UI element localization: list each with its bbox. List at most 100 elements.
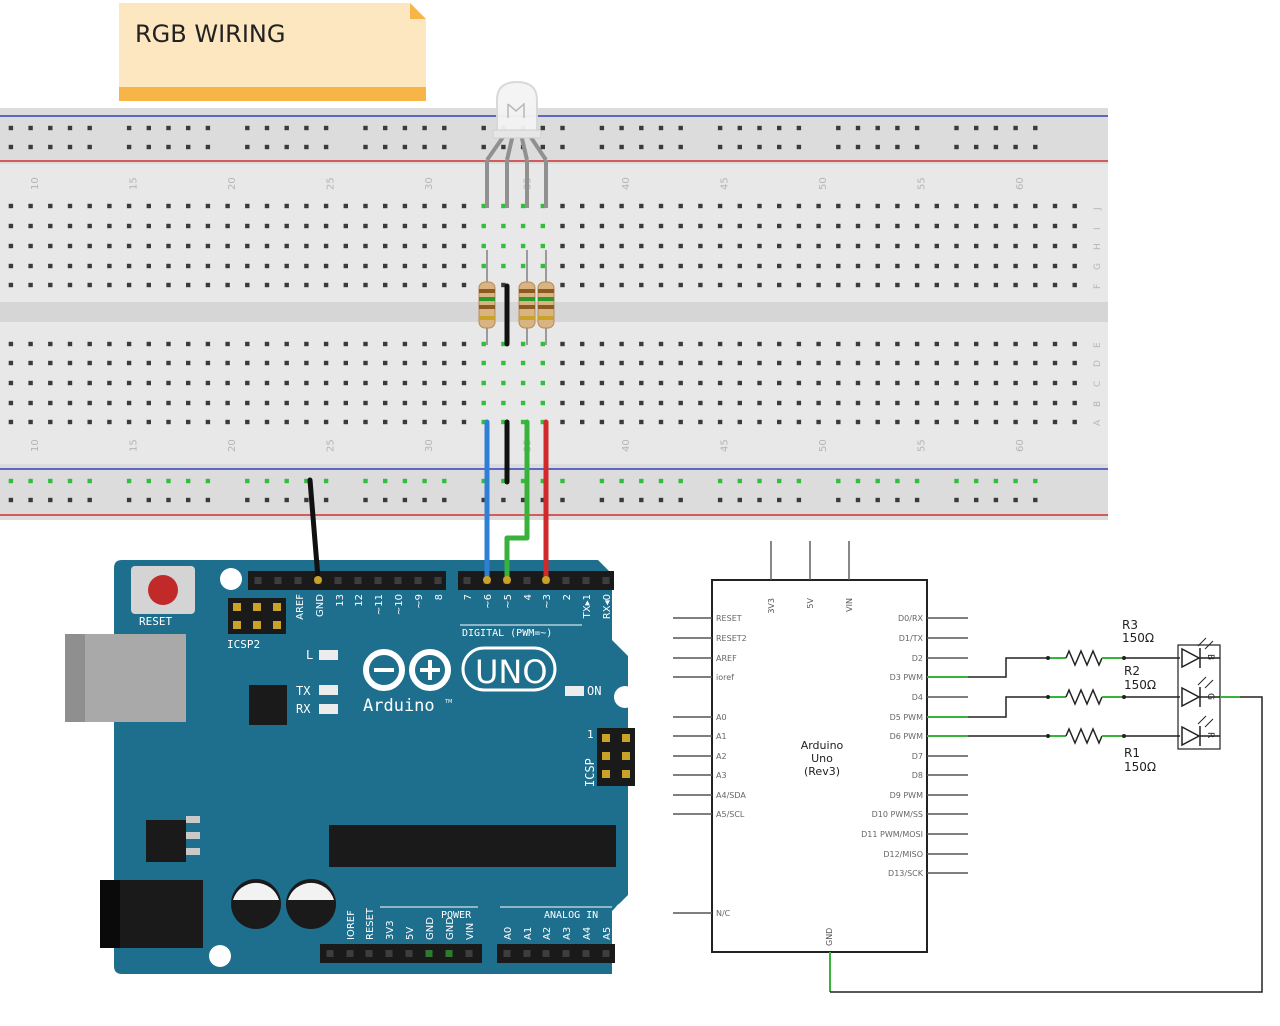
breadboard-hole[interactable] (540, 243, 545, 249)
rail-hole[interactable] (914, 478, 920, 484)
breadboard-hole[interactable] (1033, 263, 1038, 269)
breadboard-hole[interactable] (895, 341, 900, 347)
breadboard-hole[interactable] (166, 223, 171, 229)
breadboard-hole[interactable] (8, 360, 14, 366)
breadboard-hole[interactable] (166, 203, 171, 209)
rail-hole[interactable] (186, 497, 191, 503)
rail-hole[interactable] (126, 497, 132, 503)
breadboard-hole[interactable] (343, 341, 348, 347)
breadboard-hole[interactable] (895, 400, 900, 406)
rail-hole[interactable] (8, 144, 14, 150)
breadboard-hole[interactable] (1052, 263, 1058, 269)
header-pin[interactable] (463, 577, 471, 584)
breadboard-hole[interactable] (737, 223, 742, 229)
rail-hole[interactable] (599, 478, 605, 484)
breadboard-hole[interactable] (717, 203, 723, 209)
breadboard-hole[interactable] (1013, 400, 1018, 406)
breadboard-hole[interactable] (205, 341, 211, 347)
breadboard-hole[interactable] (954, 360, 959, 366)
breadboard-hole[interactable] (383, 223, 388, 229)
rail-hole[interactable] (323, 478, 329, 484)
header-pin[interactable] (354, 577, 362, 584)
breadboard-hole[interactable] (1033, 360, 1038, 366)
breadboard-hole[interactable] (658, 223, 664, 229)
rail-hole[interactable] (304, 497, 309, 503)
breadboard-hole[interactable] (875, 243, 880, 249)
breadboard-hole[interactable] (363, 203, 368, 209)
breadboard-hole[interactable] (245, 341, 250, 347)
rail-hole[interactable] (875, 478, 880, 484)
breadboard-hole[interactable] (914, 203, 920, 209)
rail-hole[interactable] (560, 478, 565, 484)
breadboard-hole[interactable] (698, 263, 703, 269)
rail-hole[interactable] (8, 497, 14, 503)
breadboard-hole[interactable] (225, 282, 230, 288)
rail-hole[interactable] (777, 144, 782, 150)
breadboard-hole[interactable] (895, 380, 900, 386)
breadboard-hole[interactable] (166, 419, 171, 425)
breadboard-hole[interactable] (28, 263, 33, 269)
breadboard-hole[interactable] (777, 263, 782, 269)
breadboard-hole[interactable] (757, 263, 762, 269)
breadboard-hole[interactable] (698, 380, 703, 386)
header-pin[interactable] (326, 950, 334, 957)
breadboard-hole[interactable] (422, 263, 427, 269)
rail-hole[interactable] (895, 125, 900, 131)
rail-hole[interactable] (48, 478, 53, 484)
breadboard-hole[interactable] (8, 203, 14, 209)
breadboard-hole[interactable] (993, 243, 999, 249)
breadboard-hole[interactable] (343, 380, 348, 386)
rail-hole[interactable] (383, 144, 388, 150)
breadboard-hole[interactable] (363, 282, 368, 288)
rail-hole[interactable] (855, 144, 861, 150)
breadboard-hole[interactable] (323, 282, 329, 288)
rail-hole[interactable] (757, 497, 762, 503)
breadboard-hole[interactable] (934, 223, 939, 229)
breadboard-hole[interactable] (304, 263, 309, 269)
breadboard-hole[interactable] (757, 282, 762, 288)
breadboard-hole[interactable] (225, 419, 230, 425)
breadboard-hole[interactable] (481, 419, 486, 425)
rail-hole[interactable] (777, 125, 782, 131)
breadboard-hole[interactable] (1072, 360, 1077, 366)
breadboard-hole[interactable] (639, 360, 644, 366)
breadboard-hole[interactable] (48, 263, 53, 269)
breadboard-hole[interactable] (678, 243, 683, 249)
breadboard-hole[interactable] (146, 282, 151, 288)
breadboard-hole[interactable] (304, 360, 309, 366)
breadboard-hole[interactable] (442, 243, 447, 249)
breadboard-hole[interactable] (658, 282, 664, 288)
rail-hole[interactable] (284, 497, 289, 503)
rail-hole[interactable] (836, 478, 841, 484)
breadboard-hole[interactable] (954, 419, 959, 425)
rail-hole[interactable] (658, 125, 664, 131)
breadboard-hole[interactable] (974, 243, 979, 249)
breadboard-hole[interactable] (580, 380, 585, 386)
breadboard-hole[interactable] (323, 380, 329, 386)
breadboard-hole[interactable] (599, 282, 605, 288)
breadboard-hole[interactable] (639, 419, 644, 425)
breadboard-hole[interactable] (442, 263, 447, 269)
header-pin[interactable] (294, 577, 302, 584)
rail-hole[interactable] (481, 144, 486, 150)
rail-hole[interactable] (501, 144, 506, 150)
breadboard-hole[interactable] (205, 380, 211, 386)
breadboard-hole[interactable] (895, 203, 900, 209)
breadboard-hole[interactable] (560, 243, 565, 249)
breadboard-hole[interactable] (540, 380, 545, 386)
rail-hole[interactable] (639, 478, 644, 484)
header-pin[interactable] (365, 950, 373, 957)
rail-hole[interactable] (264, 478, 270, 484)
rail-hole[interactable] (540, 144, 545, 150)
breadboard-hole[interactable] (717, 341, 723, 347)
breadboard-hole[interactable] (875, 419, 880, 425)
rail-hole[interactable] (422, 144, 427, 150)
breadboard-hole[interactable] (619, 360, 624, 366)
breadboard-hole[interactable] (67, 419, 73, 425)
breadboard-hole[interactable] (363, 341, 368, 347)
breadboard-hole[interactable] (737, 419, 742, 425)
breadboard-hole[interactable] (658, 360, 664, 366)
breadboard-hole[interactable] (974, 203, 979, 209)
breadboard-hole[interactable] (1052, 400, 1058, 406)
header-pin[interactable] (602, 950, 610, 957)
